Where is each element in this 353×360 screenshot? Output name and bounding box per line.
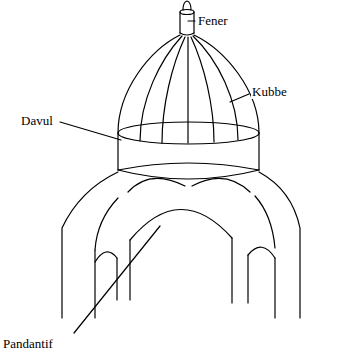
leader-line [230,94,249,102]
part-label: Davul [20,113,54,128]
leader-line [60,122,121,140]
dome-drawing [118,35,259,143]
part-label: Pandantif [2,336,54,351]
part-label: Fener [197,13,229,28]
leader-lines [60,21,249,333]
lantern-drawing [180,1,194,35]
leader-line [74,226,160,333]
drum-drawing [118,122,259,179]
leader-line [188,20,195,21]
pendentive-drawing [62,172,300,318]
part-label: Kubbe [251,84,288,99]
